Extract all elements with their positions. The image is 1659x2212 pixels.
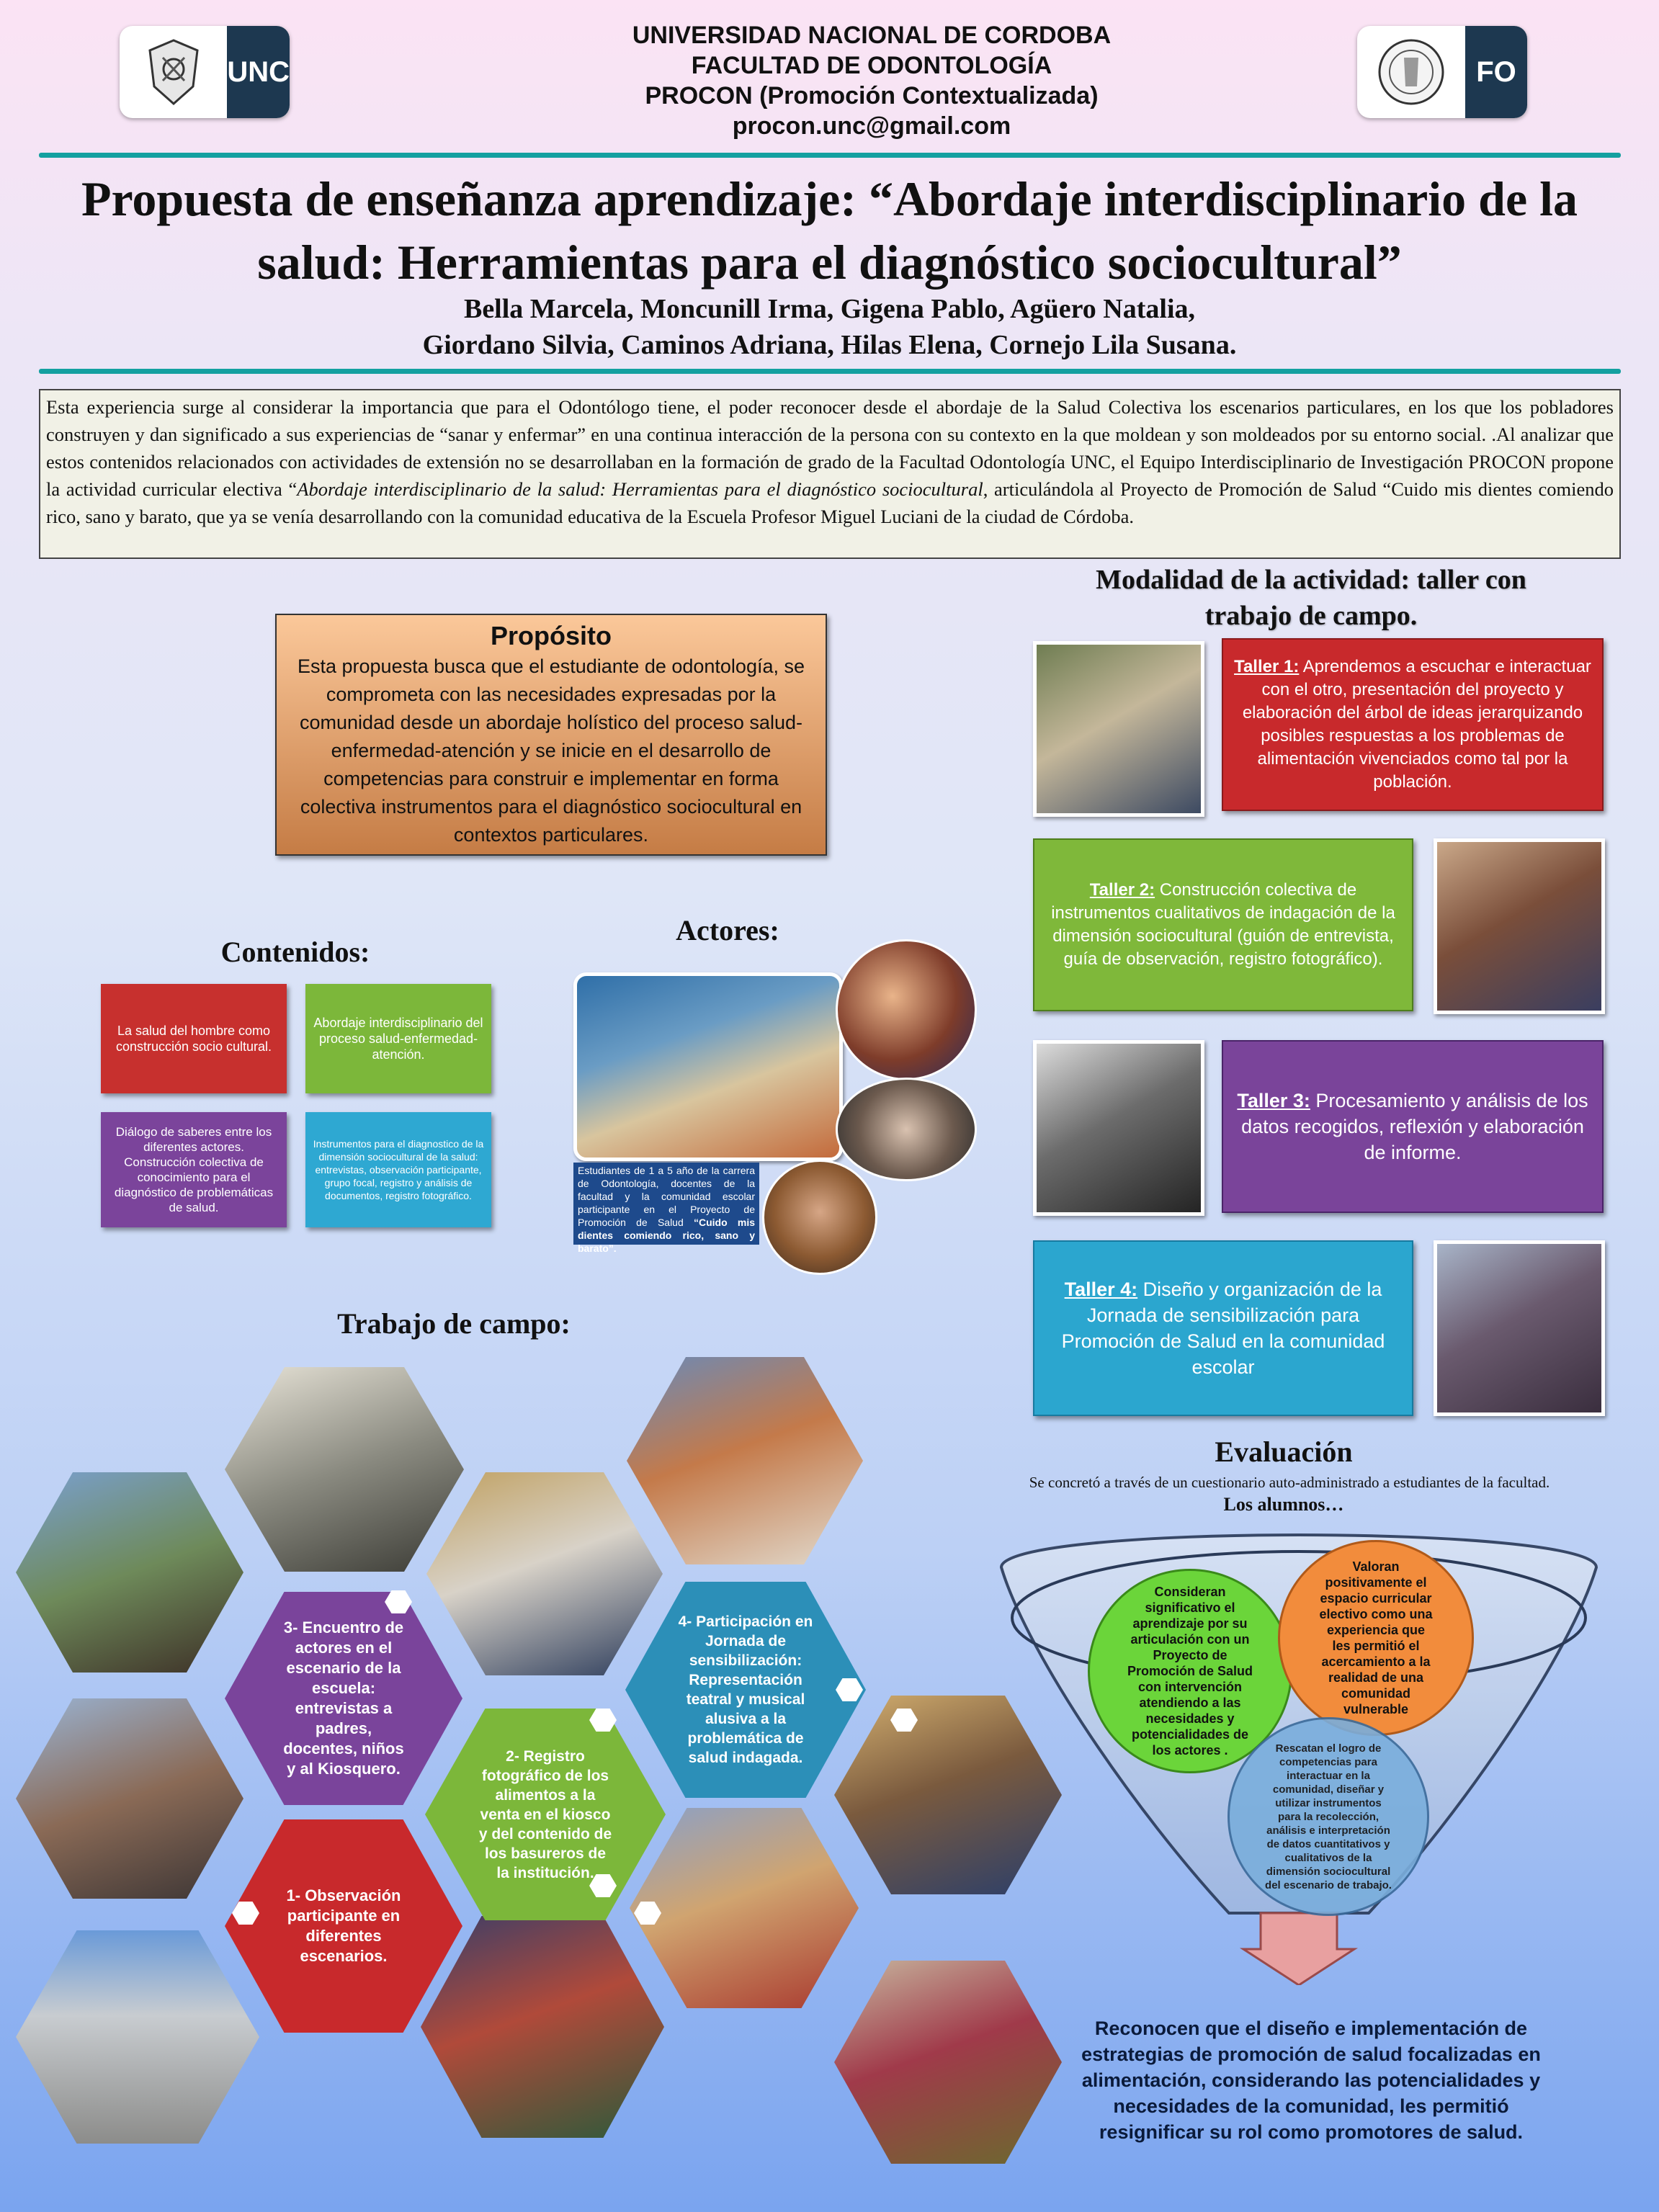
taller-1-content: Taller 1: Aprendemos a escuchar e intera…: [1230, 655, 1595, 794]
unc-crest-icon: [120, 26, 227, 118]
proposito-heading: Propósito: [491, 621, 612, 650]
taller-1-label: Taller 1:: [1234, 657, 1300, 676]
unc-logo: UNC: [120, 26, 290, 118]
authors: Bella Marcela, Moncunill Irma, Gigena Pa…: [29, 291, 1630, 363]
campo-step-4: 4- Participación en Jornada de sensibili…: [625, 1582, 866, 1798]
evaluacion-orange-circle: Valoran positivamente el espacio curricu…: [1278, 1540, 1474, 1736]
fo-logo-text: FO: [1465, 26, 1527, 118]
evaluacion-orange-text: Valoran positivamente el espacio curricu…: [1319, 1559, 1433, 1716]
campo-step-2-text: 2- Registro fotográfico de los alimentos…: [478, 1747, 612, 1881]
actores-caption: Estudiantes de 1 a 5 año de la carrera d…: [573, 1163, 759, 1254]
header-divider: [39, 153, 1621, 158]
intro-course-name: Abordaje interdisciplinario de la salud:…: [297, 478, 983, 500]
taller-2-content: Taller 2: Construcción colectiva de inst…: [1042, 879, 1405, 971]
intro-part2: , articulándola al Proyecto de Promoción…: [46, 478, 1614, 527]
contenido-item-4-text: Instrumentos para el diagnostico de la d…: [313, 1138, 484, 1201]
contenido-item-2: Abordaje interdisciplinario del proceso …: [305, 984, 491, 1093]
contenido-item-2-text: Abordaje interdisciplinario del proceso …: [313, 1016, 483, 1062]
contenido-item-4: Instrumentos para el diagnostico de la d…: [305, 1112, 491, 1227]
taller-2-text: Construcción colectiva de instrumentos c…: [1051, 880, 1395, 969]
taller-2-label: Taller 2:: [1089, 880, 1155, 900]
los-alumnos-label: Los alumnos…: [1223, 1494, 1344, 1515]
evaluacion-subtitle: Se concretó a través de un cuestionario …: [1029, 1474, 1550, 1491]
campo-photo-3: [426, 1472, 663, 1675]
campo-photo-1: [225, 1367, 464, 1572]
taller-1-box: Taller 1: Aprendemos a escuchar e intera…: [1222, 638, 1604, 811]
taller-4-label: Taller 4:: [1064, 1279, 1138, 1300]
evaluacion-blue-circle: Rescatan el logro de competencias para i…: [1228, 1717, 1429, 1916]
taller-1-photo: [1033, 641, 1204, 817]
campo-photo-10: [834, 1961, 1062, 2164]
taller-1-text: Aprendemos a escuchar e interactuar con …: [1242, 657, 1591, 792]
taller-4-box: Taller 4: Diseño y organización de la Jo…: [1033, 1240, 1413, 1416]
unc-logo-text: UNC: [227, 26, 290, 118]
evaluacion-blue-text: Rescatan el logro de competencias para i…: [1265, 1742, 1392, 1891]
contenido-item-1: La salud del hombre como construcción so…: [101, 984, 287, 1093]
contenidos-heading: Contenidos:: [220, 936, 370, 968]
program-name: PROCON (Promoción Contextualizada): [645, 82, 1099, 109]
campo-step-3-text: 3- Encuentro de actores en el escenario …: [283, 1618, 404, 1778]
taller-3-photo: [1033, 1040, 1204, 1216]
contact-email[interactable]: procon.unc@gmail.com: [732, 112, 1011, 140]
proposito-box: Propósito Esta propuesta busca que el es…: [275, 614, 827, 856]
faculty-name: FACULTAD DE ODONTOLOGÍA: [691, 52, 1052, 79]
proposito-text: Esta propuesta busca que el estudiante d…: [297, 655, 805, 846]
taller-3-text: Procesamiento y análisis de los datos re…: [1241, 1090, 1588, 1163]
contenido-item-1-text: La salud del hombre como construcción so…: [115, 1024, 272, 1054]
taller-3-box: Taller 3: Procesamiento y análisis de lo…: [1222, 1040, 1604, 1213]
campo-step-1-text: 1- Observación participante en diferente…: [286, 1886, 401, 1965]
modalidad-heading: Modalidad de la actividad: taller con tr…: [1096, 565, 1526, 631]
poster-title-line1: Propuesta de enseñanza aprendizaje: “Abo…: [81, 171, 1578, 226]
campo-step-4-text: 4- Participación en Jornada de sensibili…: [678, 1613, 813, 1766]
contenido-item-3-text: Diálogo de saberes entre los diferentes …: [114, 1125, 274, 1214]
title-divider: [39, 369, 1621, 374]
taller-3-label: Taller 3:: [1237, 1090, 1310, 1111]
campo-step-3: 3- Encuentro de actores en el escenario …: [225, 1592, 462, 1805]
taller-4-text: Diseño y organización de la Jornada de s…: [1061, 1279, 1385, 1378]
evaluacion-green-text: Consideran significativo el aprendizaje …: [1127, 1585, 1253, 1757]
poster-title: Propuesta de enseñanza aprendizaje: “Abo…: [29, 167, 1630, 294]
actores-circle-photo-3: [762, 1160, 877, 1275]
actores-main-photo: [573, 972, 843, 1161]
institution-header: UNIVERSIDAD NACIONAL DE CORDOBA FACULTAD…: [447, 20, 1297, 141]
actores-heading: Actores:: [676, 914, 779, 946]
campo-photo-7: [630, 1808, 859, 2008]
actores-caption-text: Estudiantes de 1 a 5 año de la carrera d…: [578, 1165, 755, 1228]
actores-caption-project: “Cuido mis dientes comiendo rico, sano y…: [578, 1217, 755, 1254]
contenido-item-3: Diálogo de saberes entre los diferentes …: [101, 1112, 287, 1227]
campo-photo-8: [16, 1930, 259, 2144]
intro-part1: Esta experiencia surge al considerar la …: [46, 396, 1614, 500]
campo-step-1: 1- Observación participante en diferente…: [225, 1819, 462, 2033]
campo-photo-4: [627, 1357, 863, 1564]
trabajo-heading: Trabajo de campo:: [337, 1307, 571, 1340]
authors-line2: Giordano Silvia, Caminos Adriana, Hilas …: [422, 330, 1237, 360]
fo-crest-icon: [1357, 26, 1465, 118]
taller-2-photo: [1434, 838, 1605, 1014]
taller-3-content: Taller 3: Procesamiento y análisis de lo…: [1230, 1088, 1595, 1165]
taller-4-photo: [1434, 1240, 1605, 1416]
evaluacion-green-circle: Consideran significativo el aprendizaje …: [1088, 1569, 1292, 1773]
authors-line1: Bella Marcela, Moncunill Irma, Gigena Pa…: [463, 294, 1196, 324]
campo-photo-9: [421, 1916, 664, 2138]
campo-step-2: 2- Registro fotográfico de los alimentos…: [425, 1709, 666, 1920]
university-name: UNIVERSIDAD NACIONAL DE CORDOBA: [632, 22, 1112, 49]
evaluacion-conclusion: Reconocen que el diseño e implementación…: [1081, 2018, 1541, 2143]
evaluacion-heading: Evaluación: [1215, 1436, 1353, 1468]
fo-logo: FO: [1357, 26, 1527, 118]
taller-4-content: Taller 4: Diseño y organización de la Jo…: [1042, 1276, 1405, 1380]
campo-photo-2: [16, 1472, 243, 1673]
campo-photo-5: [16, 1698, 243, 1899]
poster-title-line2: salud: Herramientas para el diagnóstico …: [257, 235, 1402, 290]
taller-2-box: Taller 2: Construcción colectiva de inst…: [1033, 838, 1413, 1011]
introduction-text: Esta experiencia surge al considerar la …: [39, 389, 1621, 559]
actores-circle-photo-2: [836, 1078, 977, 1181]
actores-circle-photo-1: [836, 939, 977, 1080]
